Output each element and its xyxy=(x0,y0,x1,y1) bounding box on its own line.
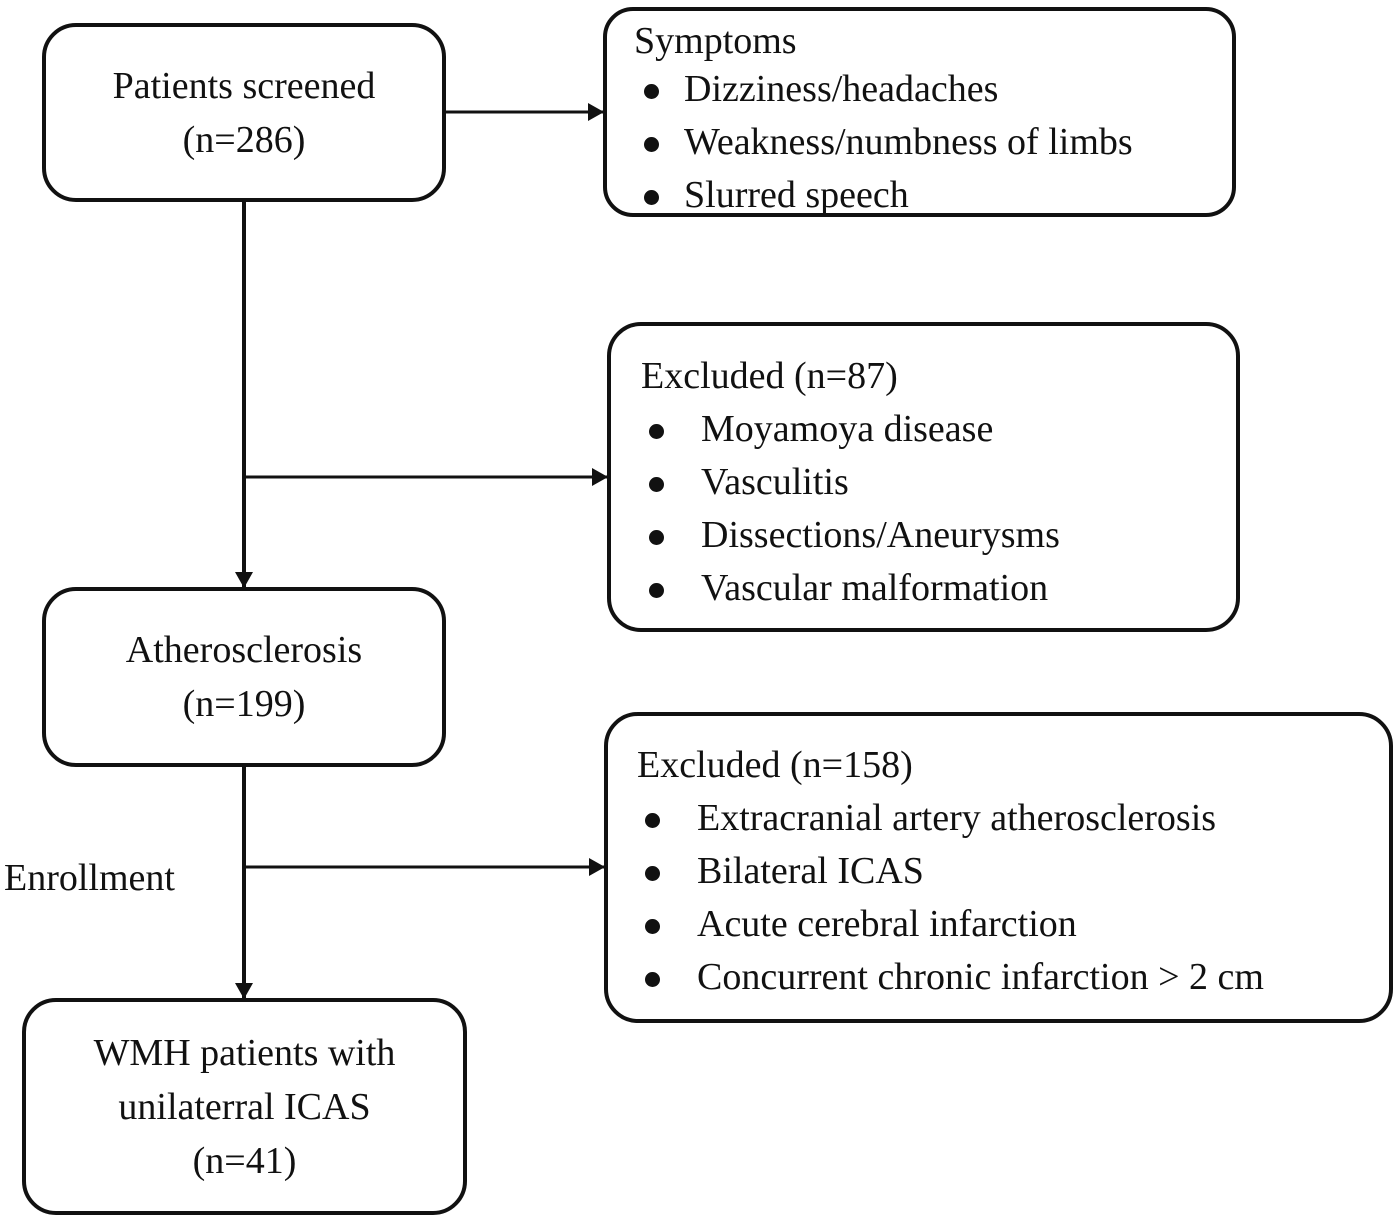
atherosclerosis-label: Atherosclerosis xyxy=(125,629,363,671)
bullet-icon xyxy=(649,477,664,492)
list-item: Dizziness/headaches xyxy=(634,63,1232,116)
patients-screened-label: Patients screened xyxy=(112,64,376,107)
list-item: Bilateral ICAS xyxy=(637,845,1389,898)
bullet-icon xyxy=(645,813,660,828)
list-item: Concurrent chronic infarction > 2 cm xyxy=(637,951,1389,1004)
bullet-icon xyxy=(649,530,664,545)
symptoms-list: Dizziness/headaches Weakness/numbness of… xyxy=(634,63,1232,222)
final-cohort-count: (n=41) xyxy=(192,1139,297,1182)
list-item: Extracranial artery atherosclerosis xyxy=(637,792,1389,845)
symptoms-box: Symptoms Dizziness/headaches Weakness/nu… xyxy=(603,7,1236,217)
excluded-158-list: Extracranial artery atherosclerosis Bila… xyxy=(637,792,1389,1004)
list-item: Weakness/numbness of limbs xyxy=(634,116,1232,169)
atherosclerosis-count: (n=199) xyxy=(182,683,306,725)
bullet-icon xyxy=(649,424,664,439)
enrollment-label: Enrollment xyxy=(4,857,175,899)
excluded-158-box: Excluded (n=158) Extracranial artery ath… xyxy=(604,712,1393,1023)
list-item: Slurred speech xyxy=(634,169,1232,222)
bullet-icon xyxy=(645,919,660,934)
patients-screened-count: (n=286) xyxy=(182,118,306,161)
final-cohort-box: WMH patients with unilaterral ICAS (n=41… xyxy=(22,998,467,1215)
excluded-158-title: Excluded (n=158) xyxy=(637,744,913,786)
list-item: Dissections/Aneurysms xyxy=(641,509,1236,562)
bullet-icon xyxy=(644,137,659,152)
bullet-icon xyxy=(644,84,659,99)
patients-screened-box: Patients screened (n=286) xyxy=(42,23,446,202)
final-cohort-line1: WMH patients with xyxy=(93,1031,396,1074)
excluded-87-box: Excluded (n=87) Moyamoya disease Vasculi… xyxy=(607,322,1240,632)
final-cohort-line2: unilaterral ICAS xyxy=(118,1085,371,1128)
list-item: Acute cerebral infarction xyxy=(637,898,1389,951)
bullet-icon xyxy=(645,972,660,987)
bullet-icon xyxy=(649,583,664,598)
list-item: Vascular malformation xyxy=(641,562,1236,615)
bullet-icon xyxy=(644,190,659,205)
list-item: Moyamoya disease xyxy=(641,403,1236,456)
atherosclerosis-box: Atherosclerosis (n=199) xyxy=(42,587,446,767)
excluded-87-title: Excluded (n=87) xyxy=(641,355,898,397)
list-item: Vasculitis xyxy=(641,456,1236,509)
symptoms-title: Symptoms xyxy=(634,20,797,62)
excluded-87-list: Moyamoya disease Vasculitis Dissections/… xyxy=(641,403,1236,615)
bullet-icon xyxy=(645,866,660,881)
